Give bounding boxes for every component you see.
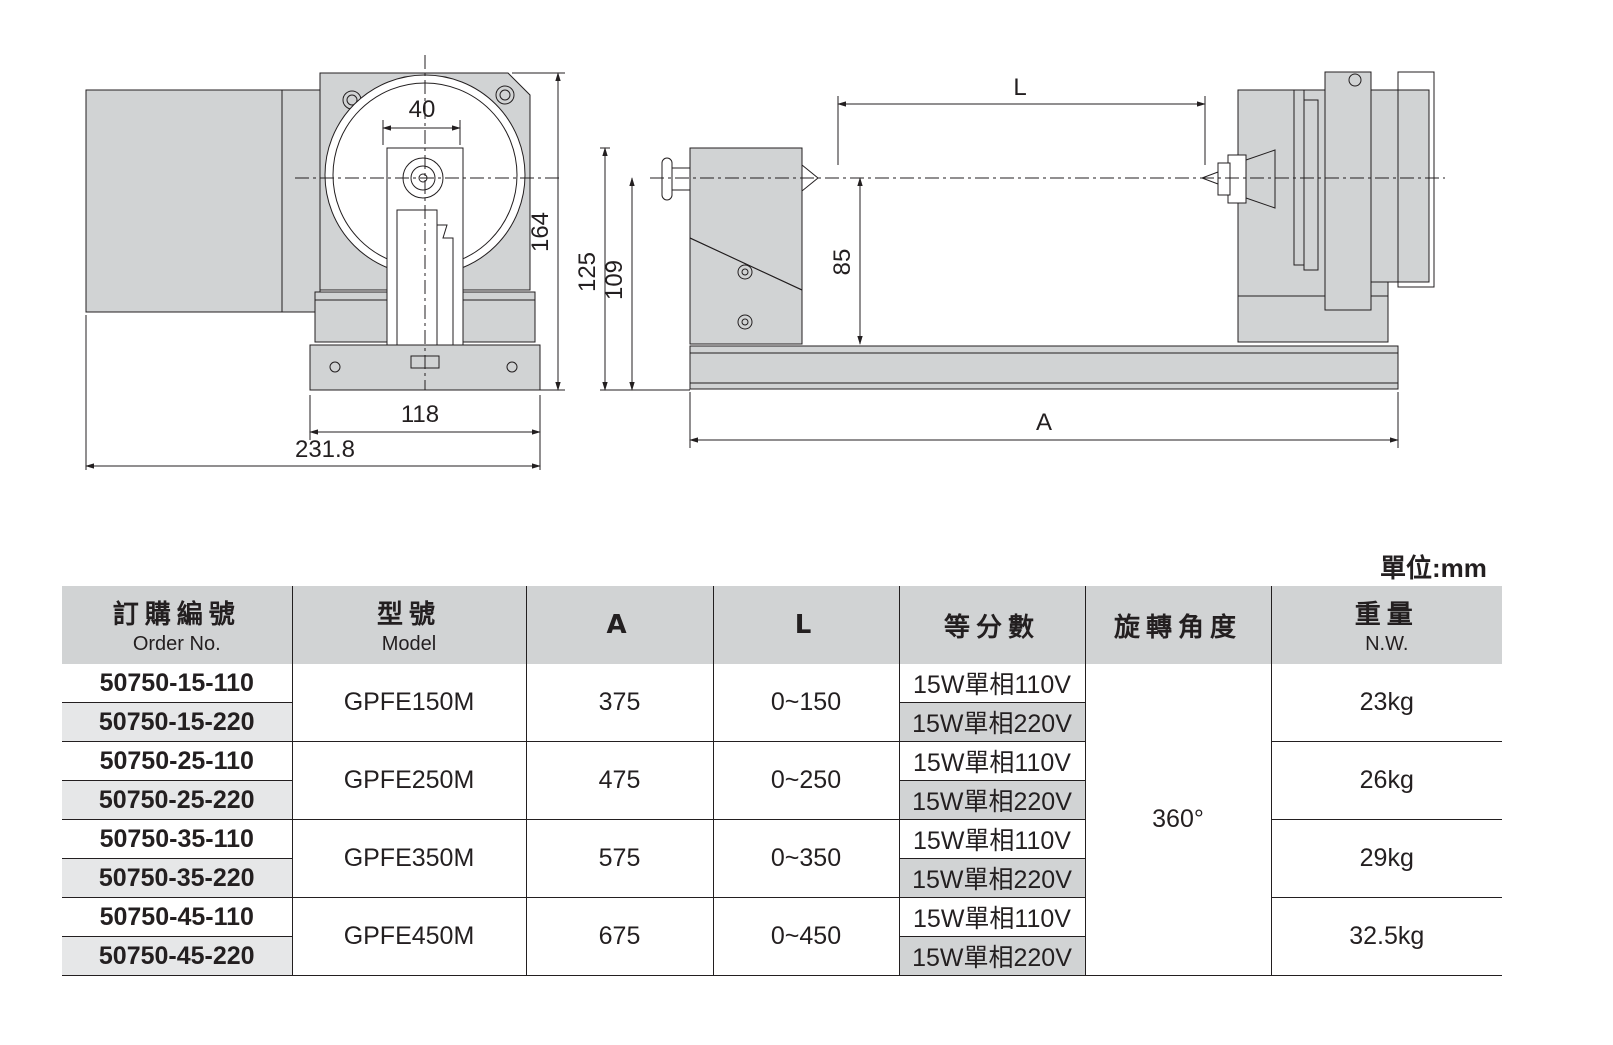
dim-164: 164 bbox=[527, 212, 554, 252]
table-row: 50750-35-110 GPFE350M 575 0~350 15W單相110… bbox=[62, 819, 1502, 898]
power-cell: 15W單相110V bbox=[898, 897, 1086, 937]
dim-L: L bbox=[1013, 74, 1026, 101]
order-code: 50750-45-220 bbox=[62, 936, 292, 976]
table-row: 50750-45-220 15W單相220V bbox=[62, 936, 1502, 976]
table-row: 50750-45-110 GPFE450M 675 0~450 15W單相110… bbox=[62, 897, 1502, 976]
a-cell: 675 bbox=[526, 897, 714, 976]
l-cell: 0~250 bbox=[713, 741, 900, 820]
a-cell: 575 bbox=[526, 819, 714, 898]
table-row: 50750-15-220 15W單相220V bbox=[62, 702, 1502, 742]
order-code: 50750-35-110 bbox=[62, 819, 292, 859]
dim-85: 85 bbox=[829, 249, 856, 276]
dim-231-8: 231.8 bbox=[295, 436, 355, 463]
dim-40: 40 bbox=[409, 96, 436, 123]
side-view bbox=[650, 71, 1445, 390]
weight-cell: 32.5kg bbox=[1271, 897, 1502, 976]
spec-table: 訂購編號 Order No. 型號 Model A L 等分數 旋轉角度 重量 … bbox=[62, 586, 1502, 976]
dim-109: 109 bbox=[601, 260, 628, 300]
a-cell: 375 bbox=[526, 664, 714, 742]
header-order-no: 訂購編號 Order No. bbox=[62, 586, 293, 664]
power-cell: 15W單相110V bbox=[898, 741, 1086, 781]
weight-cell: 23kg bbox=[1271, 664, 1502, 742]
table-header-row: 訂購編號 Order No. 型號 Model A L 等分數 旋轉角度 重量 … bbox=[62, 586, 1502, 664]
power-cell: 15W單相220V bbox=[898, 780, 1086, 820]
header-rotation-angle: 旋轉角度 bbox=[1085, 586, 1272, 664]
model-cell: GPFE250M bbox=[291, 741, 527, 820]
order-code: 50750-15-220 bbox=[62, 702, 292, 742]
header-divisions: 等分數 bbox=[899, 586, 1086, 664]
order-code: 50750-15-110 bbox=[62, 664, 292, 703]
power-cell: 15W單相110V bbox=[898, 819, 1086, 859]
header-l: L bbox=[713, 586, 900, 664]
model-cell: GPFE350M bbox=[291, 819, 527, 898]
header-weight: 重量 N.W. bbox=[1271, 586, 1502, 664]
header-a: A bbox=[526, 586, 714, 664]
order-code: 50750-25-220 bbox=[62, 780, 292, 820]
dimension-lines bbox=[85, 72, 1399, 470]
table-row: 50750-35-220 15W單相220V bbox=[62, 858, 1502, 898]
dim-118: 118 bbox=[401, 401, 439, 428]
power-cell: 15W單相110V bbox=[898, 664, 1086, 703]
order-code: 50750-35-220 bbox=[62, 858, 292, 898]
order-code: 50750-45-110 bbox=[62, 897, 292, 937]
table-row: 50750-25-110 GPFE250M 475 0~250 15W單相110… bbox=[62, 741, 1502, 820]
l-cell: 0~450 bbox=[713, 897, 900, 976]
model-cell: GPFE150M bbox=[291, 664, 527, 742]
power-cell: 15W單相220V bbox=[898, 858, 1086, 898]
power-cell: 15W單相220V bbox=[898, 936, 1086, 976]
unit-label: 單位:mm bbox=[1380, 553, 1487, 583]
model-cell: GPFE450M bbox=[291, 897, 527, 976]
table-row: 50750-15-110 GPFE150M 375 0~150 15W單相110… bbox=[62, 664, 1502, 976]
dim-A: A bbox=[1036, 409, 1052, 436]
l-cell: 0~350 bbox=[713, 819, 900, 898]
front-view bbox=[85, 55, 560, 391]
a-cell: 475 bbox=[526, 741, 714, 820]
header-model: 型號 Model bbox=[292, 586, 527, 664]
l-cell: 0~150 bbox=[713, 664, 900, 742]
order-code: 50750-25-110 bbox=[62, 741, 292, 781]
weight-cell: 29kg bbox=[1271, 819, 1502, 898]
table-row: 50750-25-220 15W單相220V bbox=[62, 780, 1502, 820]
rotation-angle-cell: 360° bbox=[1085, 664, 1272, 976]
weight-cell: 26kg bbox=[1271, 741, 1502, 820]
dim-125: 125 bbox=[574, 252, 601, 292]
power-cell: 15W單相220V bbox=[898, 702, 1086, 742]
technical-drawing: 40 164 125 109 85 L A 118 231.8 bbox=[85, 55, 1445, 470]
